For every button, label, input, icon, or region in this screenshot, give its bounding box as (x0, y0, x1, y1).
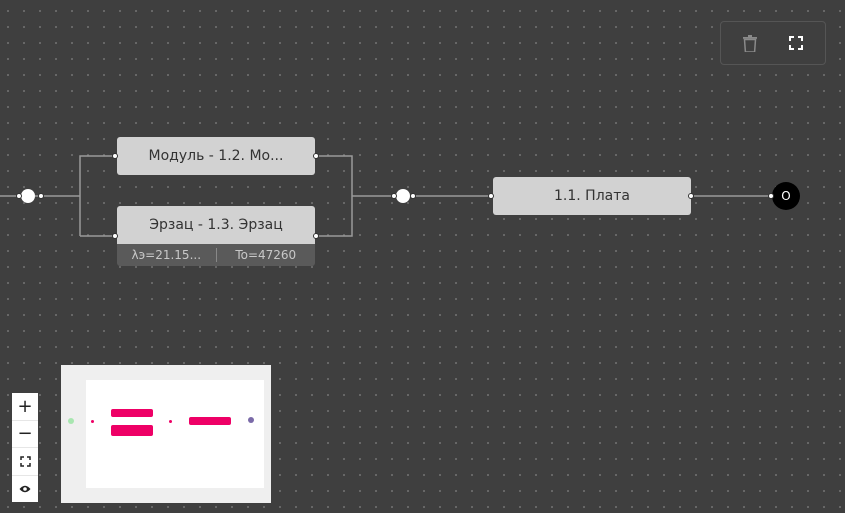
node-ersatz-1-3[interactable]: Эрзац - 1.3. Эрзац (117, 206, 315, 244)
lambda-value: λэ=21.15... (131, 248, 202, 262)
minimap-start (68, 418, 74, 424)
node-input-port[interactable] (112, 153, 118, 159)
start-junction[interactable] (21, 189, 35, 203)
node-output-port[interactable] (313, 233, 319, 239)
node-label: Модуль - 1.2. Мо... (148, 148, 284, 164)
node-label: Эрзац - 1.3. Эрзац (149, 217, 283, 233)
node-output-port[interactable] (313, 153, 319, 159)
node-input-port[interactable] (488, 193, 494, 199)
minimap-end (248, 417, 254, 423)
fullscreen-icon[interactable] (786, 33, 806, 53)
junction-port (391, 193, 397, 199)
fit-view-icon[interactable] (12, 448, 38, 476)
terminal-port (768, 193, 774, 199)
node-module-1-2[interactable]: Модуль - 1.2. Мо... (117, 137, 315, 175)
to-value: To=47260 (235, 248, 297, 262)
end-terminal[interactable]: O (772, 182, 800, 210)
minimap-node (189, 417, 231, 425)
node-board-1-1[interactable]: 1.1. Плата (493, 177, 691, 215)
minimap-junction (91, 420, 94, 423)
toolbar (720, 21, 826, 65)
trash-icon[interactable] (740, 33, 760, 53)
node-label: 1.1. Плата (554, 188, 630, 204)
node-ersatz-meta: λэ=21.15... To=47260 (117, 244, 315, 266)
junction-port (16, 193, 22, 199)
node-input-port[interactable] (112, 233, 118, 239)
middle-junction[interactable] (396, 189, 410, 203)
node-output-port[interactable] (688, 193, 694, 199)
zoom-in-button[interactable]: + (12, 393, 38, 421)
terminal-label: O (781, 189, 791, 203)
minimap[interactable] (61, 365, 271, 503)
junction-port (410, 193, 416, 199)
minimap-node (111, 409, 153, 417)
minimap-junction (169, 420, 172, 423)
minimap-node (111, 425, 153, 436)
eye-icon[interactable] (12, 476, 38, 503)
zoom-out-button[interactable]: − (12, 421, 38, 448)
zoom-controls: + − (12, 393, 38, 502)
divider (215, 248, 217, 262)
junction-port (38, 193, 44, 199)
